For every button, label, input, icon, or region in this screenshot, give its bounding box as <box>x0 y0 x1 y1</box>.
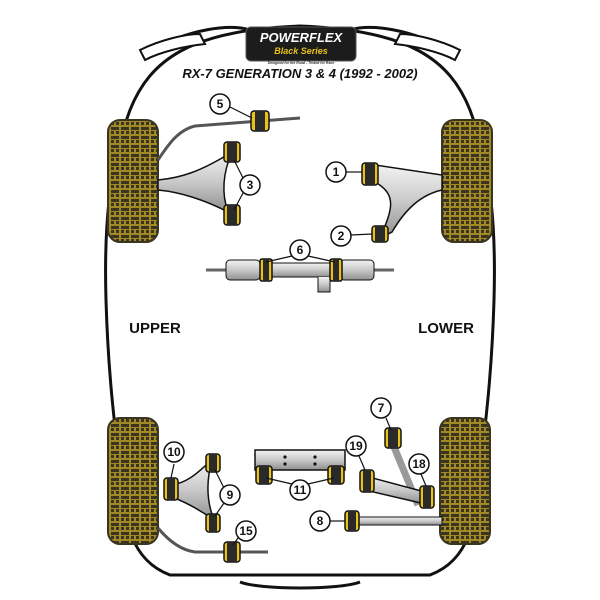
lower-label: LOWER <box>418 320 474 337</box>
rear-upper-wishbone <box>163 453 221 533</box>
logo-series-text: Black Series <box>274 46 328 56</box>
rear-lower-links <box>344 427 443 532</box>
svg-text:10: 10 <box>167 445 181 459</box>
svg-text:5: 5 <box>217 97 224 111</box>
callouts: 5 3 1 2 6 10 <box>163 93 430 546</box>
car-body-outline <box>104 24 496 590</box>
callout-19: 19 <box>345 435 367 457</box>
steering-rack <box>206 258 394 293</box>
svg-text:6: 6 <box>297 243 304 257</box>
front-anti-roll-bar <box>156 110 301 161</box>
svg-text:11: 11 <box>294 483 307 497</box>
callout-10: 10 <box>163 441 185 463</box>
callout-5: 5 <box>209 93 231 115</box>
svg-text:7: 7 <box>378 401 385 415</box>
callout-15: 15 <box>235 520 257 542</box>
svg-text:9: 9 <box>227 488 234 502</box>
svg-text:2: 2 <box>338 229 345 243</box>
tyre-rear-right <box>439 417 491 545</box>
powerflex-logo: POWERFLEX Black Series Designed for the … <box>245 26 357 65</box>
callout-11: 11 <box>289 479 311 501</box>
callout-8: 8 <box>309 510 331 532</box>
callout-7: 7 <box>370 397 392 419</box>
rear-anti-roll-bar <box>156 527 268 563</box>
tyre-front-left <box>107 119 159 243</box>
svg-text:15: 15 <box>239 524 253 538</box>
logo-brand-text: POWERFLEX <box>260 30 344 45</box>
rear-subframe <box>254 449 346 485</box>
callout-1: 1 <box>325 161 347 183</box>
svg-text:3: 3 <box>247 178 254 192</box>
callout-18: 18 <box>408 453 430 475</box>
svg-text:8: 8 <box>317 514 324 528</box>
svg-text:19: 19 <box>349 439 363 453</box>
callout-2: 2 <box>330 225 352 247</box>
diagram-title: RX-7 GENERATION 3 & 4 (1992 - 2002) <box>182 66 417 81</box>
front-upper-wishbone <box>157 141 241 226</box>
tyre-rear-left <box>107 417 159 545</box>
callout-3: 3 <box>239 174 261 196</box>
callout-6: 6 <box>289 239 311 261</box>
tyre-front-right <box>441 119 493 243</box>
svg-text:1: 1 <box>333 165 340 179</box>
upper-label: UPPER <box>129 320 181 337</box>
svg-text:18: 18 <box>412 457 426 471</box>
logo-tagline-text: Designed for the Road - Tested for Race <box>268 61 335 65</box>
callout-9: 9 <box>219 484 241 506</box>
front-lower-wishbone <box>361 162 443 243</box>
